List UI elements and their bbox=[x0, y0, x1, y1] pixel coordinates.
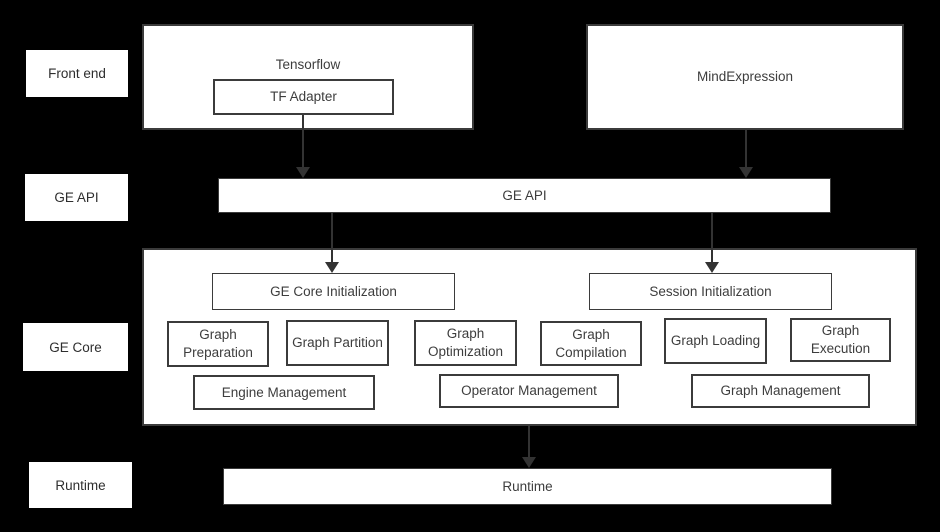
runtime-bar: Runtime bbox=[223, 468, 832, 505]
arrow-ge-api-to-session-init-icon bbox=[705, 213, 719, 273]
graph-optimization-label: Graph Optimization bbox=[427, 326, 504, 359]
tensorflow-label: Tensorflow bbox=[275, 57, 341, 72]
operator-management-label: Operator Management bbox=[461, 383, 597, 399]
graph-partition-label: Graph Partition bbox=[292, 335, 383, 351]
ge-core-initialization-label: GE Core Initialization bbox=[270, 283, 397, 299]
arrow-head bbox=[739, 167, 753, 178]
graph-loading-label: Graph Loading bbox=[670, 333, 761, 349]
session-initialization-label: Session Initialization bbox=[649, 283, 772, 299]
layer-label-front-end: Front end bbox=[26, 50, 128, 97]
ge-core-initialization-box: GE Core Initialization bbox=[212, 273, 455, 310]
session-initialization-box: Session Initialization bbox=[589, 273, 832, 310]
graph-management-box: Graph Management bbox=[691, 374, 870, 408]
operator-management-box: Operator Management bbox=[439, 374, 619, 408]
arrow-stem bbox=[331, 213, 333, 262]
mindexpression-box: MindExpression bbox=[586, 24, 904, 130]
arrow-head bbox=[522, 457, 536, 468]
graph-management-label: Graph Management bbox=[720, 383, 841, 399]
layer-label-front-end-text: Front end bbox=[48, 66, 106, 81]
arrow-mindexpression-to-ge-api-icon bbox=[739, 130, 753, 178]
arrow-ge-core-to-runtime-icon bbox=[522, 426, 536, 468]
ge-api-bar-label: GE API bbox=[502, 187, 547, 203]
layer-label-ge-core: GE Core bbox=[23, 323, 128, 371]
graph-compilation-label: Graph Compilation bbox=[555, 326, 627, 360]
arrow-head bbox=[325, 262, 339, 273]
arrow-stem bbox=[528, 426, 530, 457]
tf-adapter-label: TF Adapter bbox=[270, 89, 337, 105]
arrow-head bbox=[705, 262, 719, 273]
graph-preparation-label: Graph Preparation bbox=[183, 327, 253, 360]
arrow-stem bbox=[745, 130, 747, 167]
tf-adapter-box: TF Adapter bbox=[213, 79, 394, 115]
tensorflow-box: Tensorflow TF Adapter bbox=[142, 24, 474, 130]
layer-label-ge-core-text: GE Core bbox=[49, 339, 102, 355]
layer-label-runtime: Runtime bbox=[29, 462, 132, 508]
arrow-stem bbox=[302, 115, 304, 167]
engine-management-box: Engine Management bbox=[193, 375, 375, 410]
layer-label-runtime-text: Runtime bbox=[55, 477, 106, 493]
runtime-bar-label: Runtime bbox=[502, 478, 553, 494]
layer-label-ge-api: GE API bbox=[25, 174, 128, 221]
graph-execution-box: Graph Execution bbox=[790, 318, 891, 362]
graph-optimization-box: Graph Optimization bbox=[414, 320, 517, 366]
graph-loading-box: Graph Loading bbox=[664, 318, 767, 364]
arrow-head bbox=[296, 167, 310, 178]
arrow-stem bbox=[711, 213, 713, 262]
graph-execution-label: Graph Execution bbox=[810, 323, 871, 356]
mindexpression-label: MindExpression bbox=[696, 69, 794, 85]
engine-management-label: Engine Management bbox=[221, 384, 347, 400]
ge-api-bar: GE API bbox=[218, 178, 831, 213]
ge-core-box: GE Core Initialization Session Initializ… bbox=[142, 248, 917, 426]
arrow-ge-api-to-ge-core-init-icon bbox=[325, 213, 339, 273]
arrow-tf-adapter-to-ge-api-icon bbox=[296, 115, 310, 178]
graph-preparation-box: Graph Preparation bbox=[167, 321, 269, 367]
layer-label-ge-api-text: GE API bbox=[54, 190, 99, 205]
graph-partition-box: Graph Partition bbox=[286, 320, 389, 366]
graph-compilation-box: Graph Compilation bbox=[540, 321, 642, 366]
